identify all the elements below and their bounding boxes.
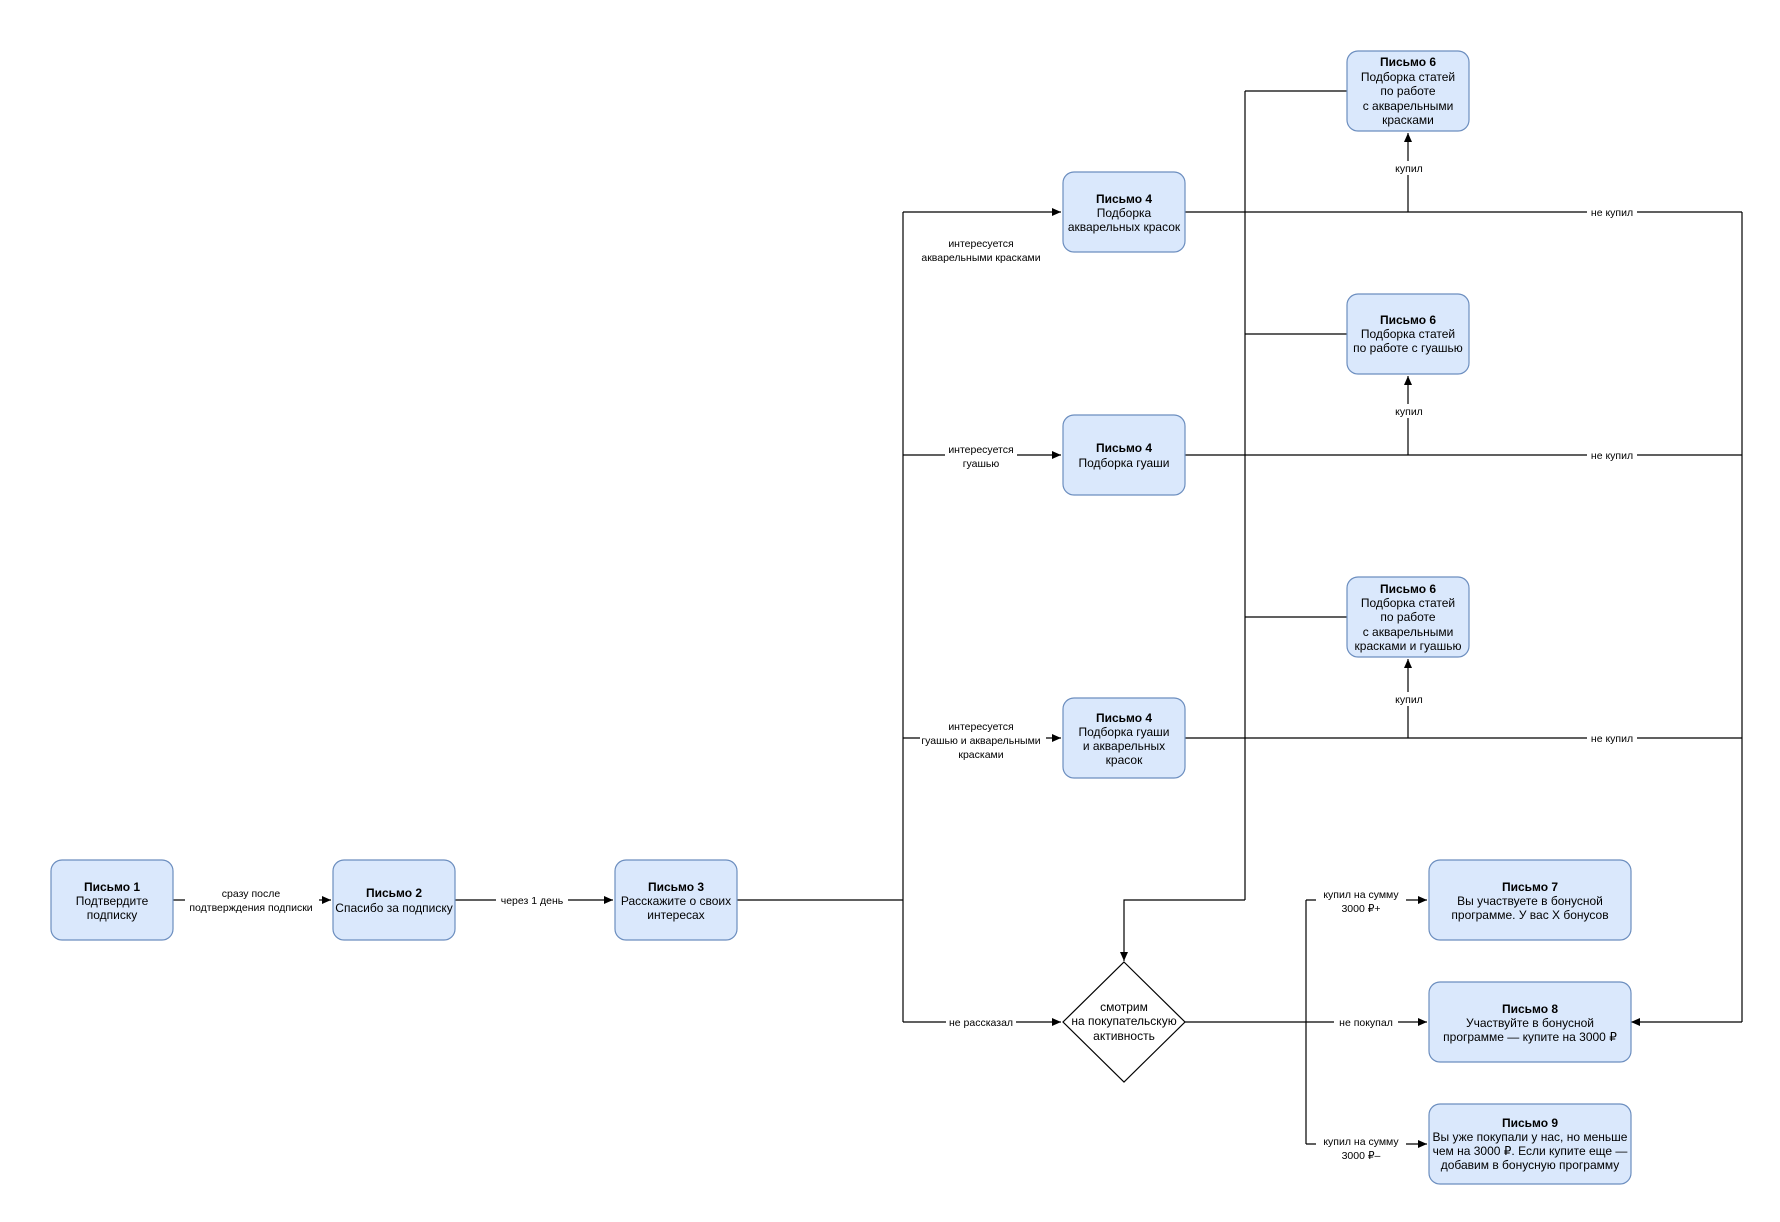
svg-text:гуашью и акварельными: гуашью и акварельными: [921, 735, 1040, 747]
svg-text:купил на сумму: купил на сумму: [1323, 889, 1399, 901]
svg-text:Подтвердите: Подтвердите: [76, 894, 149, 908]
edge-label-interest-gouache: интересуется гуашью: [945, 441, 1017, 471]
svg-text:смотрим: смотрим: [1100, 1000, 1148, 1014]
svg-text:Письмо 6: Письмо 6: [1380, 582, 1436, 596]
svg-text:Вы уже покупали у нас, но мень: Вы уже покупали у нас, но меньше: [1433, 1130, 1628, 1144]
svg-text:купил: купил: [1395, 694, 1423, 706]
svg-text:с акварельными: с акварельными: [1363, 625, 1454, 639]
node-letter-9[interactable]: Письмо 9 Вы уже покупали у нас, но меньш…: [1428, 1103, 1632, 1185]
node-letter-7[interactable]: Письмо 7 Вы участвуете в бонусной програ…: [1428, 859, 1632, 941]
svg-text:Подборка статей: Подборка статей: [1361, 70, 1455, 84]
svg-text:интересуется: интересуется: [948, 721, 1013, 733]
svg-text:Письмо 6: Письмо 6: [1380, 313, 1436, 327]
svg-text:акварельными красками: акварельными красками: [921, 252, 1040, 264]
edge-bus-decision: [1120, 899, 1245, 961]
edge-label-bought-3000-plus: купил на сумму 3000 ₽+: [1316, 886, 1406, 916]
node-letter-4-both[interactable]: Письмо 4 Подборка гуаши и акварельных кр…: [1062, 697, 1186, 779]
node-letter-6-both[interactable]: Письмо 6 Подборка статей по работе с акв…: [1346, 576, 1470, 658]
svg-text:Письмо 6: Письмо 6: [1380, 55, 1436, 69]
svg-text:и акварельных: и акварельных: [1083, 739, 1165, 753]
edge-label-bought-a: купил: [1392, 161, 1426, 175]
node-letter-8[interactable]: Письмо 8 Участвуйте в бонусной программе…: [1428, 981, 1632, 1063]
svg-text:с акварельными: с акварельными: [1363, 99, 1454, 113]
svg-text:чем на 3000 ₽. Если купите еще: чем на 3000 ₽. Если купите еще —: [1433, 1144, 1628, 1158]
svg-text:Письмо 1: Письмо 1: [84, 880, 140, 894]
edge-label-not-bought-b: не купил: [1587, 448, 1637, 462]
svg-text:Вы участвуете в бонусной: Вы участвуете в бонусной: [1457, 894, 1603, 908]
edge-label-not-told: не рассказал: [946, 1015, 1016, 1029]
node-letter-6-watercolor[interactable]: Письмо 6 Подборка статей по работе с акв…: [1346, 50, 1470, 132]
svg-text:на покупательскую: на покупательскую: [1071, 1014, 1176, 1028]
edge-label-n1-n2: сразу после подтверждения подписки: [185, 885, 319, 915]
svg-text:красок: красок: [1106, 753, 1143, 767]
svg-text:Подборка: Подборка: [1097, 206, 1152, 220]
edge-label-not-purchased: не покупал: [1334, 1015, 1398, 1029]
svg-text:не купил: не купил: [1591, 733, 1633, 745]
svg-text:по работе: по работе: [1380, 84, 1435, 98]
svg-text:Письмо 3: Письмо 3: [648, 880, 704, 894]
svg-text:программе. У вас Х бонусов: программе. У вас Х бонусов: [1451, 908, 1608, 922]
node-letter-6-gouache[interactable]: Письмо 6 Подборка статей по работе с гуа…: [1346, 293, 1470, 375]
svg-text:Письмо 7: Письмо 7: [1502, 880, 1558, 894]
svg-text:Письмо 4: Письмо 4: [1096, 441, 1152, 455]
svg-text:Расскажите о своих: Расскажите о своих: [621, 894, 731, 908]
svg-text:3000 ₽–: 3000 ₽–: [1342, 1150, 1381, 1162]
svg-text:красками и гуашью: красками и гуашью: [1355, 639, 1462, 653]
edge-label-interest-watercolor: интересуется акварельными красками: [921, 238, 1040, 264]
edge-label-not-bought-c: не купил: [1587, 731, 1637, 745]
svg-text:по работе: по работе: [1380, 610, 1435, 624]
svg-text:подписку: подписку: [87, 908, 138, 922]
edge-label-n2-n3: через 1 день: [496, 893, 568, 907]
svg-text:Спасибо за подписку: Спасибо за подписку: [335, 901, 452, 915]
edge-label-bought-b: купил: [1392, 404, 1426, 418]
node-letter-4-watercolor[interactable]: Письмо 4 Подборка акварельных красок: [1062, 171, 1186, 253]
svg-text:купил: купил: [1395, 163, 1423, 175]
svg-text:добавим в бонусную программу: добавим в бонусную программу: [1441, 1158, 1620, 1172]
svg-text:3000 ₽+: 3000 ₽+: [1341, 903, 1380, 915]
edge-label-interest-both: интересуется гуашью и акварельными краск…: [920, 721, 1046, 761]
svg-text:не рассказал: не рассказал: [949, 1017, 1013, 1029]
svg-text:активность: активность: [1093, 1029, 1155, 1043]
svg-text:Письмо 4: Письмо 4: [1096, 192, 1152, 206]
svg-text:сразу после: сразу после: [222, 888, 281, 900]
svg-text:Участвуйте в бонусной: Участвуйте в бонусной: [1466, 1016, 1594, 1030]
svg-text:красками: красками: [958, 749, 1003, 761]
svg-text:Письмо 4: Письмо 4: [1096, 711, 1152, 725]
node-letter-4-gouache[interactable]: Письмо 4 Подборка гуаши: [1062, 414, 1186, 496]
svg-text:Письмо 9: Письмо 9: [1502, 1116, 1558, 1130]
svg-text:купил на сумму: купил на сумму: [1323, 1136, 1399, 1148]
svg-text:Письмо 8: Письмо 8: [1502, 1002, 1558, 1016]
svg-text:не купил: не купил: [1591, 207, 1633, 219]
svg-text:Подборка статей: Подборка статей: [1361, 327, 1455, 341]
decision-purchase-activity[interactable]: смотрим на покупательскую активность: [1062, 961, 1186, 1083]
svg-text:подтверждения подписки: подтверждения подписки: [189, 902, 312, 914]
svg-text:купил: купил: [1395, 406, 1423, 418]
svg-text:акварельных красок: акварельных красок: [1068, 220, 1181, 234]
svg-text:через 1 день: через 1 день: [501, 895, 564, 907]
svg-text:гуашью: гуашью: [963, 458, 1000, 470]
svg-text:Подборка статей: Подборка статей: [1361, 596, 1455, 610]
edge-label-not-bought-a: не купил: [1587, 205, 1637, 219]
edge-label-bought-3000-minus: купил на сумму 3000 ₽–: [1316, 1133, 1406, 1163]
svg-text:интересуется: интересуется: [948, 238, 1013, 250]
node-letter-3[interactable]: Письмо 3 Расскажите о своих интересах: [614, 859, 738, 941]
svg-text:не купил: не купил: [1591, 450, 1633, 462]
edge-label-bought-c: купил: [1392, 692, 1426, 706]
svg-text:интересах: интересах: [647, 908, 704, 922]
svg-text:Письмо 2: Письмо 2: [366, 886, 422, 900]
svg-text:Подборка гуаши: Подборка гуаши: [1078, 725, 1169, 739]
svg-text:не покупал: не покупал: [1339, 1017, 1393, 1029]
node-letter-1[interactable]: Письмо 1 Подтвердите подписку: [50, 859, 174, 941]
svg-text:программе — купите на 3000 ₽: программе — купите на 3000 ₽: [1443, 1030, 1617, 1044]
node-letter-2[interactable]: Письмо 2 Спасибо за подписку: [332, 859, 456, 941]
svg-text:красками: красками: [1382, 113, 1434, 127]
svg-text:Подборка гуаши: Подборка гуаши: [1078, 456, 1169, 470]
svg-text:интересуется: интересуется: [948, 444, 1013, 456]
svg-text:по работе с гуашью: по работе с гуашью: [1353, 341, 1463, 355]
